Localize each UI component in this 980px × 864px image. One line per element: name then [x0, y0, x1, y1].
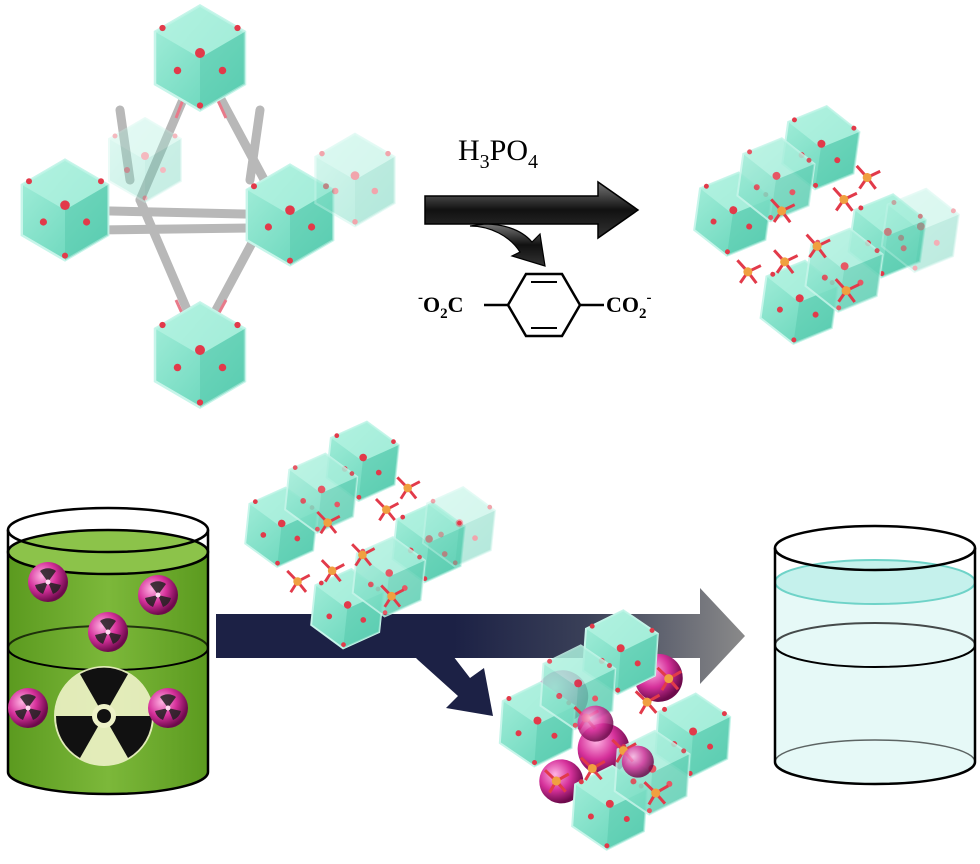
svg-text:-O2C: -O2C — [418, 290, 464, 322]
radionuclide-sphere-icon — [138, 575, 178, 615]
radiation-trefoil-icon — [54, 666, 154, 766]
radionuclide-sphere-icon — [8, 688, 48, 728]
reagent-label: H3PO4 — [458, 134, 538, 173]
parent-mof — [20, 4, 396, 409]
radionuclide-sphere-icon — [88, 612, 128, 652]
radionuclide-sphere-icon — [28, 562, 68, 602]
terephthalate-byproduct: -O2C CO2- — [418, 272, 652, 338]
benzene-ring — [506, 272, 582, 338]
clean-beaker — [773, 524, 977, 786]
radionuclide-sphere-icon — [148, 688, 188, 728]
svg-text:CO2-: CO2- — [606, 290, 652, 322]
loaded-mof — [493, 602, 737, 857]
reaction-arrow — [424, 180, 640, 267]
phosphated-mof-product — [680, 90, 963, 364]
sorption-arrow — [216, 588, 745, 716]
contaminated-beaker — [6, 506, 210, 796]
